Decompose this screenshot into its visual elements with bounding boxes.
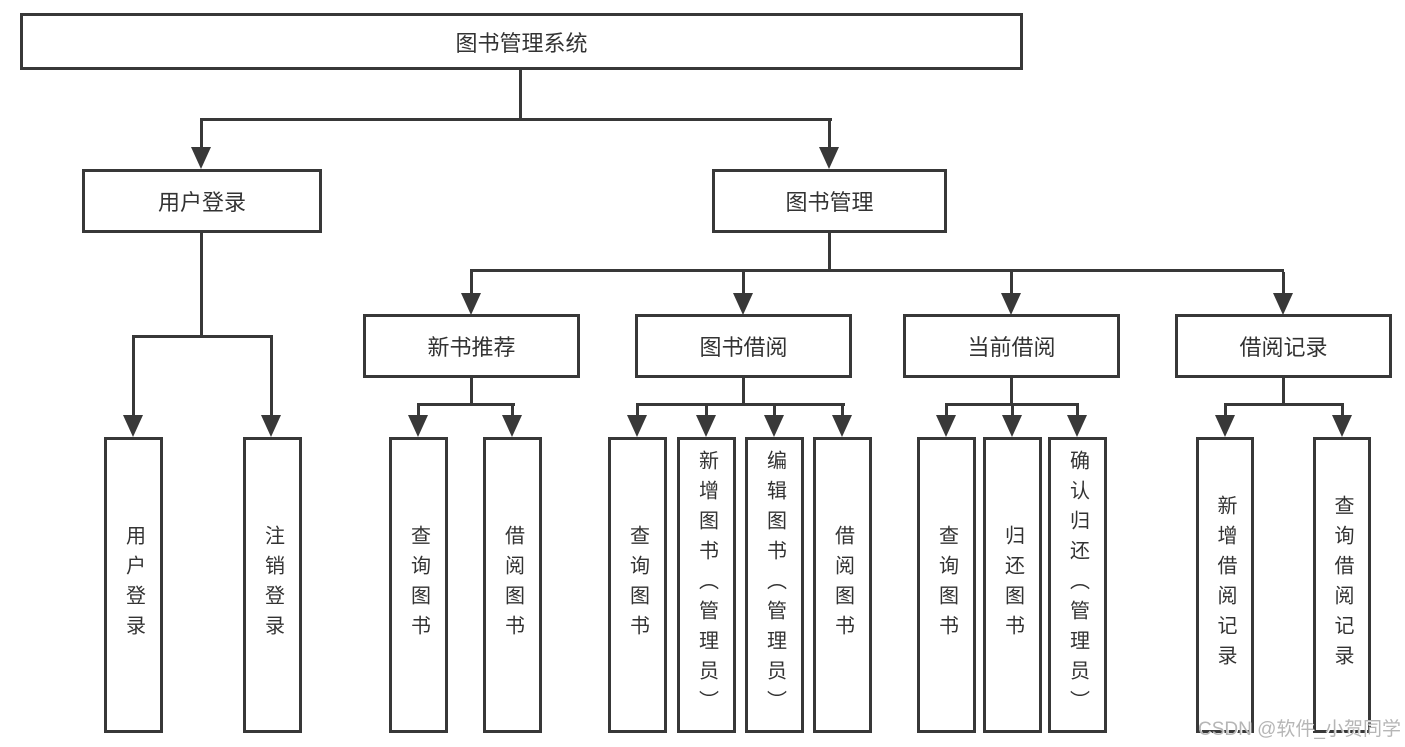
leaf-label: 确认归还（管理员） [1066, 450, 1089, 720]
arrowhead-new-book [461, 293, 481, 315]
leaf-borrow-books: 借阅图书 [813, 437, 872, 733]
arrowhead-g2-4 [832, 415, 852, 437]
connector-g2-drop-4 [841, 406, 844, 416]
connector-g3-split [945, 403, 1079, 406]
leaf-label: 新增图书（管理员） [695, 450, 718, 720]
connector-g1-drop-1 [417, 406, 420, 416]
node-label: 借阅记录 [1239, 335, 1328, 360]
connector-g2-drop-3 [773, 406, 776, 416]
leaf-label: 查询图书 [626, 525, 649, 645]
node-book-borrowing: 图书借阅 [635, 314, 852, 378]
arrowhead-g2-3 [764, 415, 784, 437]
arrowhead-user-login [191, 147, 211, 169]
leaf-label: 注销登录 [261, 525, 284, 645]
arrowhead-g1-2 [502, 415, 522, 437]
connector-g1-split [417, 403, 515, 406]
connector-g4-split [1224, 403, 1344, 406]
arrowhead-logout [261, 415, 281, 437]
node-library-management-system: 图书管理系统 [20, 13, 1023, 70]
connector-drop-borrowing-records [1282, 272, 1285, 294]
connector-g1-drop-2 [511, 406, 514, 416]
leaf-add-borrow-record: 新增借阅记录 [1196, 437, 1254, 733]
arrowhead-g3-2 [1002, 415, 1022, 437]
connector-book-management-stem [828, 233, 831, 269]
arrowhead-g1-1 [408, 415, 428, 437]
connector-g3-stem [1010, 378, 1013, 404]
csdn-watermark: CSDN @软件_小贺同学 [1198, 719, 1401, 740]
arrowhead-g3-3 [1067, 415, 1087, 437]
leaf-label: 查询借阅记录 [1331, 495, 1353, 675]
connector-g3-drop-2 [1011, 406, 1014, 416]
arrowhead-g2-2 [696, 415, 716, 437]
arrowhead-g4-1 [1215, 415, 1235, 437]
connector-drop-current-borrowing [1010, 272, 1013, 294]
arrowhead-book-management [819, 147, 839, 169]
arrowhead-g2-1 [627, 415, 647, 437]
leaf-label: 编辑图书（管理员） [763, 450, 786, 720]
node-user-login: 用户登录 [82, 169, 322, 233]
node-current-borrowing: 当前借阅 [903, 314, 1120, 378]
connector-user-login-stem [200, 233, 203, 336]
arrowhead-current-borrowing [1001, 293, 1021, 315]
leaf-label: 查询图书 [407, 525, 430, 645]
leaf-query-books-current: 查询图书 [917, 437, 976, 733]
node-new-book-recommendation: 新书推荐 [363, 314, 580, 378]
leaf-label: 借阅图书 [831, 525, 854, 645]
arrowhead-login [123, 415, 143, 437]
leaf-return-books: 归还图书 [983, 437, 1042, 733]
leaf-borrow-books-recommend: 借阅图书 [483, 437, 542, 733]
leaf-label: 查询图书 [935, 525, 958, 645]
connector-g4-stem [1282, 378, 1285, 404]
connector-g2-drop-1 [636, 406, 639, 416]
leaf-label: 借阅图书 [501, 525, 524, 645]
connector-g4-drop-1 [1224, 406, 1227, 416]
leaf-label: 用户登录 [122, 525, 145, 645]
leaf-query-books-recommend: 查询图书 [389, 437, 448, 733]
connector-root-stem [519, 70, 522, 119]
connector-drop-login [132, 338, 135, 416]
leaf-query-borrow-record: 查询借阅记录 [1313, 437, 1371, 733]
leaf-label: 新增借阅记录 [1214, 495, 1236, 675]
arrowhead-g4-2 [1332, 415, 1352, 437]
connector-user-login-split [132, 335, 273, 338]
node-label: 图书借阅 [699, 335, 788, 360]
connector-g1-stem [470, 378, 473, 404]
leaf-label: 归还图书 [1001, 525, 1024, 645]
node-borrowing-records: 借阅记录 [1175, 314, 1392, 378]
connector-g2-drop-2 [705, 406, 708, 416]
node-label: 当前借阅 [967, 335, 1056, 360]
connector-drop-logout [270, 338, 273, 416]
arrowhead-g3-1 [936, 415, 956, 437]
connector-g2-split [636, 403, 845, 406]
connector-g2-stem [742, 378, 745, 404]
connector-g4-drop-2 [1341, 406, 1344, 416]
leaf-user-login: 用户登录 [104, 437, 163, 733]
connector-g3-drop-1 [945, 406, 948, 416]
node-label: 图书管理 [785, 190, 874, 215]
connector-drop-user-login [200, 120, 203, 148]
leaf-edit-books-admin: 编辑图书（管理员） [745, 437, 804, 733]
connector-book-management-split [470, 269, 1284, 272]
arrowhead-borrowing-records [1273, 293, 1293, 315]
leaf-confirm-return-admin: 确认归还（管理员） [1048, 437, 1107, 733]
leaf-query-books-borrowing: 查询图书 [608, 437, 667, 733]
node-label: 图书管理系统 [455, 30, 588, 56]
node-book-management: 图书管理 [712, 169, 947, 233]
connector-g3-drop-3 [1076, 406, 1079, 416]
leaf-add-books-admin: 新增图书（管理员） [677, 437, 736, 733]
connector-drop-book-borrowing [742, 272, 745, 294]
connector-root-split [200, 118, 832, 121]
leaf-logout: 注销登录 [243, 437, 302, 733]
node-label: 用户登录 [157, 190, 246, 215]
node-label: 新书推荐 [427, 335, 516, 360]
connector-drop-book-management [828, 120, 831, 148]
connector-drop-new-book [470, 272, 473, 294]
arrowhead-book-borrowing [733, 293, 753, 315]
